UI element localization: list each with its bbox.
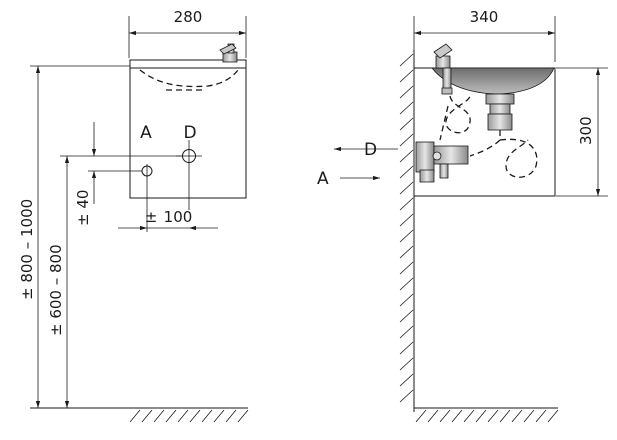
- front-horizontal-dim-prefix: ±: [145, 208, 158, 226]
- front-width-dimension: 280: [174, 8, 203, 26]
- side-label-a: A: [317, 169, 329, 189]
- side-valve-icon: [415, 141, 469, 183]
- front-view: 280 A D ± 40 ± 100: [18, 8, 249, 423]
- front-height-dimension-a: ± 600 – 800: [47, 244, 65, 336]
- side-faucet-icon: [433, 43, 453, 95]
- side-supply-hose-hidden: [445, 95, 471, 134]
- front-height-dimension-d: ± 800 – 1000: [18, 199, 36, 300]
- side-height-dimension: 300: [577, 116, 595, 145]
- side-floor-hatch: [415, 409, 559, 423]
- front-floor-hatch: [129, 409, 249, 423]
- front-faucet-icon: [219, 43, 238, 63]
- front-basin-outline: [129, 59, 247, 199]
- side-wall-hatch: [399, 53, 414, 403]
- side-trap-hidden: [469, 130, 538, 178]
- front-vertical-40-dimension: ± 40: [74, 190, 92, 226]
- front-label-a: A: [140, 123, 152, 143]
- front-label-d: D: [183, 123, 196, 143]
- side-label-d: D: [364, 140, 377, 160]
- side-width-dimension: 340: [470, 8, 499, 26]
- front-bowl-hidden-line: [139, 69, 239, 88]
- side-view: 340: [317, 8, 608, 423]
- side-drain-icon: [485, 93, 515, 131]
- front-horizontal-100-dimension: 100: [164, 208, 193, 226]
